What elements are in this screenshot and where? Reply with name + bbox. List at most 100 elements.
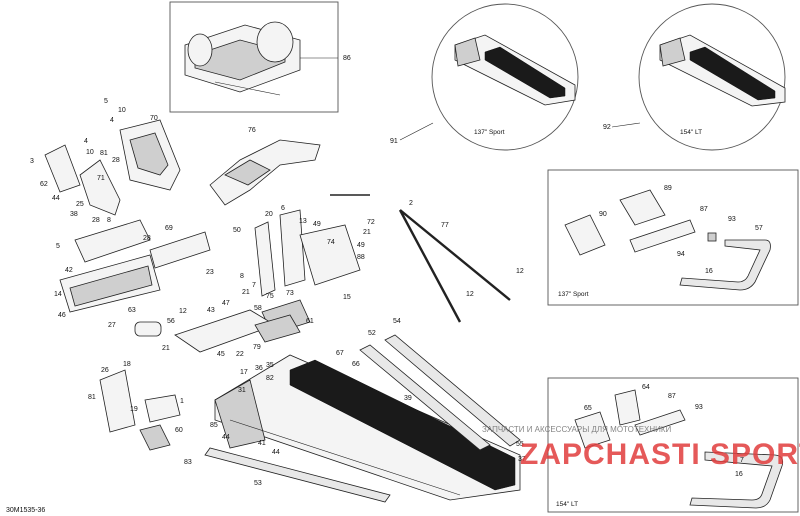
front-frame-left-assembly (44, 119, 181, 216)
tunnel-154-lt (659, 34, 786, 107)
inset-box-137-sport: 137" Sport 89 90 87 93 57 94 16 (547, 169, 799, 306)
callout-44c: 44 (272, 449, 280, 456)
callout-53: 53 (254, 480, 262, 487)
callout-87-sport: 87 (700, 206, 708, 213)
main-callouts: 5 10 4 70 4 10 81 28 3 62 44 71 25 38 28… (30, 98, 526, 487)
callout-25: 25 (76, 201, 84, 208)
callout-43: 43 (207, 307, 215, 314)
rails (204, 334, 521, 503)
callout-47: 47 (222, 300, 230, 307)
callout-77: 77 (441, 222, 449, 229)
callout-42: 42 (65, 267, 73, 274)
callout-69: 69 (165, 225, 173, 232)
callout-70: 70 (150, 115, 158, 122)
callout-37: 37 (518, 456, 526, 463)
watermark-text: ZAPCHASTI SPORT (520, 438, 800, 471)
callout-21c: 21 (162, 345, 170, 352)
watermark: ЗАПЧАСТИ И АКСЕССУАРЫ ДЛЯ МОТОТЕХНИКИ ZA… (482, 425, 800, 471)
callout-49a: 49 (313, 221, 321, 228)
callout-27: 27 (108, 322, 116, 329)
lower-left-brackets (99, 369, 181, 451)
upper-frame-assembly (184, 21, 301, 96)
callout-88: 88 (357, 254, 365, 261)
watermark-subtext: ЗАПЧАСТИ И АКСЕССУАРЫ ДЛЯ МОТОТЕХНИКИ (482, 425, 672, 434)
callout-60: 60 (175, 427, 183, 434)
callout-91: 91 (390, 138, 398, 145)
callout-61: 61 (306, 318, 314, 325)
callout-23: 23 (206, 269, 214, 276)
callout-65: 65 (584, 405, 592, 412)
callout-64: 64 (642, 384, 650, 391)
callout-4b: 4 (84, 138, 88, 145)
callout-56: 56 (167, 318, 175, 325)
callout-10a: 10 (118, 107, 126, 114)
callout-46: 46 (58, 312, 66, 319)
document-id: 30M1535-36 (6, 507, 45, 514)
callout-3: 3 (30, 158, 34, 165)
callout-22: 22 (236, 351, 244, 358)
callout-75: 75 (266, 293, 274, 300)
callout-41: 41 (258, 440, 266, 447)
callout-17: 17 (240, 369, 248, 376)
callout-55: 55 (516, 441, 524, 448)
callout-18: 18 (123, 361, 131, 368)
label-154-lt-box: 154" LT (556, 501, 578, 508)
callout-93-sport: 93 (728, 216, 736, 223)
callout-92: 92 (603, 124, 611, 131)
callout-7-lt: 7 (740, 457, 744, 464)
callout-5b: 5 (56, 243, 60, 250)
main-tunnel (214, 354, 521, 501)
callout-89: 89 (664, 185, 672, 192)
callout-81b: 81 (88, 394, 96, 401)
bracket-65 (574, 411, 611, 449)
callout-54: 54 (393, 318, 401, 325)
bracket-64 (614, 389, 641, 426)
callout-7: 7 (252, 282, 256, 289)
callout-28a: 28 (112, 157, 120, 164)
callout-50: 50 (233, 227, 241, 234)
callout-49b: 49 (357, 242, 365, 249)
callout-83: 83 (184, 459, 192, 466)
callout-73: 73 (286, 290, 294, 297)
tie-rod-77 (330, 194, 511, 323)
callout-45: 45 (217, 351, 225, 358)
label-137-sport-box: 137" Sport (558, 291, 589, 298)
callout-28c: 28 (143, 235, 151, 242)
callout-86: 86 (343, 55, 351, 62)
callout-76: 76 (248, 127, 256, 134)
callout-26: 26 (101, 367, 109, 374)
callout-12c: 12 (179, 308, 187, 315)
callout-10b: 10 (86, 149, 94, 156)
callout-4a: 4 (110, 117, 114, 124)
callout-38: 38 (70, 211, 78, 218)
callout-63: 63 (128, 307, 136, 314)
callout-79: 79 (253, 344, 261, 351)
callout-87-lt: 87 (668, 393, 676, 400)
tunnel-137-sport (454, 34, 576, 106)
callout-19: 19 (130, 406, 138, 413)
callout-82: 82 (266, 375, 274, 382)
callout-12a: 12 (516, 268, 524, 275)
bumper-lt (689, 451, 784, 509)
callout-1: 1 (180, 398, 184, 405)
steering-column-support-76 (209, 139, 321, 206)
bracket-89 (619, 189, 666, 226)
callout-21b: 21 (242, 289, 250, 296)
bumper-57-sport (679, 239, 771, 291)
callout-66: 66 (352, 361, 360, 368)
callout-57-sport: 57 (755, 225, 763, 232)
center-posts (254, 209, 361, 335)
callout-12b: 12 (466, 291, 474, 298)
callout-52: 52 (368, 330, 376, 337)
callout-85: 85 (210, 422, 218, 429)
callout-67: 67 (336, 350, 344, 357)
callout-13: 13 (299, 218, 307, 225)
callout-39: 39 (404, 395, 412, 402)
callout-2: 2 (409, 200, 413, 207)
inset-box-86: 86 (169, 1, 351, 113)
callout-14: 14 (54, 291, 62, 298)
inset-circle-154-lt: 154" LT 92 (603, 3, 786, 151)
callout-20: 20 (265, 211, 273, 218)
callout-62: 62 (40, 181, 48, 188)
